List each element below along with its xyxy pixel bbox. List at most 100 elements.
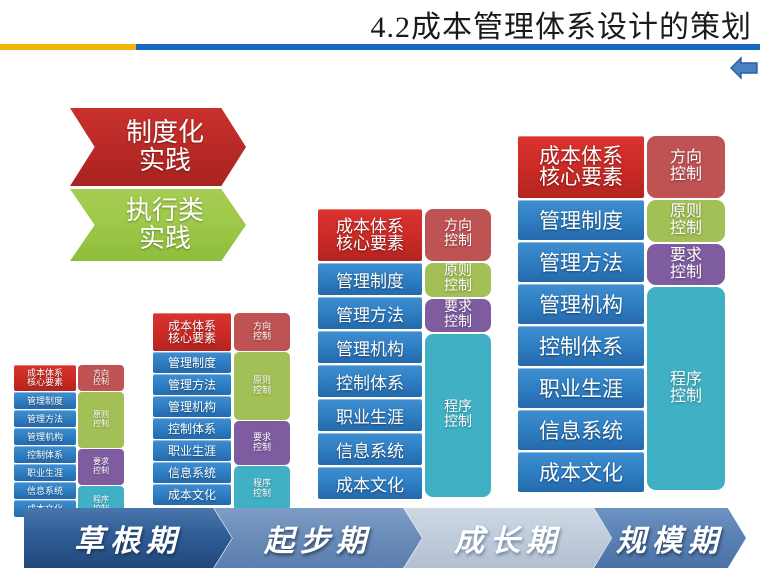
control-label-line1: 方向 [444,219,472,235]
stage-startup[interactable]: 起步期 [214,508,422,568]
element-head-line1: 成本体系 [26,367,63,378]
control-label-line1: 程序 [444,399,472,415]
element-item[interactable]: 管理制度 [518,200,644,240]
banner-chevron-line1: 执行类 [125,195,204,225]
requirement-control[interactable]: 要求控制 [78,448,124,486]
element-item[interactable]: 职业生涯 [518,368,644,408]
element-item-label: 管理方法 [539,251,623,275]
control-label-line1: 要求 [444,299,472,315]
element-item[interactable]: 管理制度 [14,392,76,409]
element-item-label: 管理制度 [336,271,404,291]
element-item-label: 信息系统 [539,419,623,443]
procedure-control[interactable]: 程序控制 [234,466,290,511]
control-label-line1: 方向 [93,368,109,378]
element-head-core-factors[interactable]: 成本体系核心要素 [153,313,231,351]
banner-chevron-institutionalized-practice[interactable]: 制度化 实践 [70,108,246,186]
element-item[interactable]: 管理方法 [318,297,422,329]
control-label-line2: 控制 [669,219,702,237]
element-item-label: 职业生涯 [167,444,216,458]
element-item-label: 管理方法 [336,305,404,325]
banner-chevron-execution-practice[interactable]: 执行类 实践 [70,189,246,261]
element-item[interactable]: 控制体系 [318,365,422,397]
element-item[interactable]: 管理制度 [153,352,231,373]
control-label-line1: 原则 [669,202,702,220]
requirement-control[interactable]: 要求控制 [425,298,491,333]
element-head-line2: 核心要素 [539,165,623,189]
element-item-label: 管理方法 [167,378,216,392]
element-item[interactable]: 管理机构 [153,396,231,417]
banner-chevron-line2: 实践 [138,146,191,175]
control-label-line1: 要求 [252,432,271,443]
element-item[interactable]: 职业生涯 [14,464,76,481]
element-item-label: 职业生涯 [26,468,63,478]
control-label-line2: 控制 [444,278,472,294]
header-rule-blue [136,44,760,50]
element-item[interactable]: 管理制度 [318,263,422,295]
stage-scale[interactable]: 规模期 [594,508,746,568]
element-item[interactable]: 信息系统 [318,433,422,465]
principle-control[interactable]: 原则控制 [647,200,725,242]
element-item[interactable]: 管理方法 [14,410,76,427]
element-item-label: 管理制度 [539,209,623,233]
element-item-label: 职业生涯 [539,377,623,401]
control-label-line2: 控制 [252,487,271,498]
control-label-line2: 控制 [669,166,702,183]
element-item[interactable]: 控制体系 [518,326,644,366]
control-label-line2: 控制 [252,384,271,395]
element-item-label: 控制体系 [336,373,404,393]
principle-control[interactable]: 原则控制 [425,263,491,297]
element-item-label: 成本文化 [539,461,623,485]
element-item-label: 管理制度 [26,396,63,406]
principle-control[interactable]: 原则控制 [78,392,124,448]
element-item[interactable]: 职业生涯 [318,399,422,431]
direction-control[interactable]: 方向控制 [78,365,124,391]
element-item[interactable]: 管理机构 [518,284,644,324]
element-item[interactable]: 管理机构 [318,331,422,363]
element-item-label: 管理方法 [26,414,63,424]
element-item[interactable]: 成本文化 [153,484,231,505]
control-label-line2: 控制 [93,465,109,475]
element-head-core-factors[interactable]: 成本体系核心要素 [14,365,76,391]
element-item-label: 管理机构 [26,432,63,442]
element-item[interactable]: 信息系统 [153,462,231,483]
direction-control[interactable]: 方向控制 [234,313,290,351]
element-item[interactable]: 管理方法 [153,374,231,395]
element-head-line1: 成本体系 [167,318,216,333]
stage-grassroots[interactable]: 草根期 [24,508,232,568]
element-head-core-factors[interactable]: 成本体系核心要素 [318,209,422,261]
element-item[interactable]: 控制体系 [14,446,76,463]
control-label-line2: 控制 [444,234,472,249]
element-item[interactable]: 职业生涯 [153,440,231,461]
element-item[interactable]: 信息系统 [518,410,644,450]
control-label-line1: 方向 [252,321,271,332]
left-arrow-icon[interactable] [729,54,759,82]
stage-growth[interactable]: 成长期 [404,508,612,568]
banner-chevron-line2: 实践 [138,224,191,253]
control-label-line1: 原则 [252,375,271,386]
element-head-line2: 核心要素 [26,377,63,387]
element-item[interactable]: 管理机构 [14,428,76,445]
control-label-line2: 控制 [252,331,271,341]
control-label-line1: 原则 [444,264,472,280]
element-head-core-factors[interactable]: 成本体系核心要素 [518,136,644,198]
element-item[interactable]: 信息系统 [14,482,76,499]
direction-control[interactable]: 方向控制 [647,136,725,198]
control-label-line1: 方向 [669,149,702,167]
element-item[interactable]: 管理方法 [518,242,644,282]
element-item[interactable]: 成本文化 [318,467,422,499]
control-label-line1: 原则 [93,410,109,420]
control-label-line2: 控制 [252,441,271,452]
requirement-control[interactable]: 要求控制 [647,243,725,286]
principle-control[interactable]: 原则控制 [234,352,290,420]
element-head-line1: 成本体系 [336,216,404,236]
element-item[interactable]: 控制体系 [153,418,231,439]
requirement-control[interactable]: 要求控制 [234,420,290,466]
element-item[interactable]: 成本文化 [518,452,644,492]
procedure-control[interactable]: 程序控制 [647,287,725,490]
element-head-line2: 核心要素 [336,234,404,253]
direction-control[interactable]: 方向控制 [425,209,491,261]
header-rule-gold [0,44,136,50]
control-label-line2: 控制 [669,263,702,281]
procedure-control[interactable]: 程序控制 [425,334,491,497]
